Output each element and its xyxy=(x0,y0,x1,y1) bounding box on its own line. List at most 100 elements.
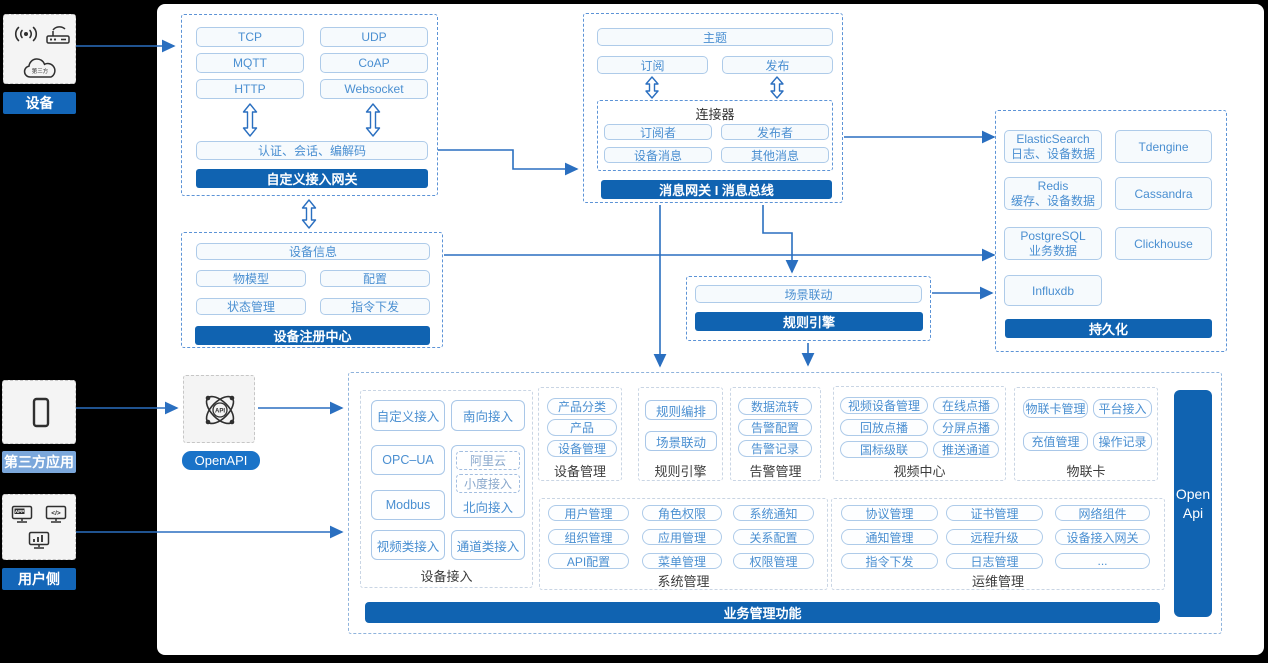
protocol-pill: HTTP xyxy=(196,79,304,99)
registry-item: 配置 xyxy=(320,270,430,287)
ops-pill: 协议管理 xyxy=(841,505,938,521)
connector-box xyxy=(597,100,833,171)
registry-item: 物模型 xyxy=(196,270,306,287)
third-party-icon-box xyxy=(2,380,76,444)
system-pill: 用户管理 xyxy=(548,505,629,521)
session-pill: 认证、会话、编解码 xyxy=(196,141,428,160)
connector-item: 发布者 xyxy=(721,124,829,140)
alarm-pill: 数据流转 xyxy=(738,398,812,415)
svg-text:API: API xyxy=(215,409,225,415)
protocol-pill: UDP xyxy=(320,27,428,47)
section-label: 系统管理 xyxy=(657,574,710,589)
message-bus-box xyxy=(583,13,843,203)
custom-gateway-title-bar: 自定义接入网关 xyxy=(196,169,428,188)
openapi-icon-box: API xyxy=(183,375,255,443)
access-cell: 通道类接入 xyxy=(451,530,525,560)
access-cell: 南向接入 xyxy=(451,400,525,431)
store-pill: Influxdb xyxy=(1004,275,1102,306)
business-title-bar: 业务管理功能 xyxy=(365,602,1160,623)
iot-cell: 物联卡管理 xyxy=(1023,399,1088,418)
video-pill: 推送通道 xyxy=(933,441,999,458)
section-label: 规则引擎 xyxy=(654,464,707,479)
device-registry-title-bar: 设备注册中心 xyxy=(195,326,430,345)
section-label: 运维管理 xyxy=(971,574,1024,589)
ops-pill: ... xyxy=(1055,553,1150,569)
scene-linkage-pill: 场景联动 xyxy=(695,285,922,303)
router-icon xyxy=(46,26,70,44)
section-rule-engine xyxy=(638,387,723,481)
device-registry-box xyxy=(181,232,443,348)
system-pill: 应用管理 xyxy=(642,529,722,545)
code-monitor-icon: </> xyxy=(45,505,67,523)
svg-text:APP: APP xyxy=(15,509,24,514)
svg-text:第三方: 第三方 xyxy=(32,67,49,75)
rule-engine-mid-box xyxy=(686,276,931,341)
rule-engine-title-bar: 规则引擎 xyxy=(695,312,923,331)
custom-gateway-box xyxy=(181,14,438,196)
third-party-label: 第三方应用 xyxy=(2,451,76,473)
registry-item: 状态管理 xyxy=(196,298,306,315)
section-label: 设备管理 xyxy=(553,464,606,479)
app-monitor-icon: APP xyxy=(11,505,33,523)
phone-icon xyxy=(32,397,50,428)
section-label: 物联卡 xyxy=(1066,464,1106,479)
system-pill: 系统通知 xyxy=(733,505,814,521)
topic-pill: 主题 xyxy=(597,28,833,46)
mgmt-pill: 产品分类 xyxy=(547,398,617,415)
business-box xyxy=(348,372,1222,634)
mgmt-pill: 设备管理 xyxy=(547,440,617,457)
message-bus-title-bar: 消息网关 I 消息总线 xyxy=(601,180,832,199)
iot-cell: 充值管理 xyxy=(1023,432,1088,451)
section-alarm xyxy=(730,387,821,481)
signal-icon xyxy=(14,26,38,42)
registry-item: 指令下发 xyxy=(320,298,430,315)
api-atom-icon: API xyxy=(205,395,235,425)
rule-cell: 规则编排 xyxy=(645,400,717,420)
north-sub-cell: 阿里云 xyxy=(456,451,520,470)
access-cell: 自定义接入 xyxy=(371,400,445,431)
registry-item: 设备信息 xyxy=(196,243,430,260)
access-cell: Modbus xyxy=(371,490,445,520)
iot-cell: 操作记录 xyxy=(1093,432,1152,451)
system-pill: 权限管理 xyxy=(733,553,814,569)
system-pill: API配置 xyxy=(548,553,629,569)
device-label: 设备 xyxy=(3,92,76,114)
store-pill: Cassandra xyxy=(1115,177,1212,210)
user-side-icon-box: APP </> xyxy=(2,494,76,560)
ops-pill: 指令下发 xyxy=(841,553,938,569)
third-party-cloud-icon: 第三方 xyxy=(23,58,56,78)
section-video xyxy=(833,386,1006,481)
access-cell: OPC–UA xyxy=(371,445,445,475)
north-access-label: 北向接入 xyxy=(462,501,513,515)
store-pill: Clickhouse xyxy=(1115,227,1212,260)
section-device-mgmt xyxy=(538,387,622,481)
section-label: 设备接入 xyxy=(420,569,473,584)
section-iot-card xyxy=(1014,387,1158,481)
protocol-pill: TCP xyxy=(196,27,304,47)
section-ops xyxy=(831,498,1165,590)
video-pill: 分屏点播 xyxy=(933,419,999,436)
persistence-title-bar: 持久化 xyxy=(1005,319,1212,338)
open-api-bar: Open Api xyxy=(1174,390,1212,617)
video-pill: 国标级联 xyxy=(840,441,928,458)
system-pill: 关系配置 xyxy=(733,529,814,545)
store-pill: Tdengine xyxy=(1115,130,1212,163)
system-pill: 角色权限 xyxy=(642,505,722,521)
chart-monitor-icon xyxy=(28,531,50,549)
protocol-pill: MQTT xyxy=(196,53,304,73)
svg-text:</>: </> xyxy=(51,510,61,517)
section-device-access xyxy=(360,390,533,588)
ops-pill: 证书管理 xyxy=(946,505,1043,521)
section-label: 告警管理 xyxy=(749,464,802,479)
connector-item: 其他消息 xyxy=(721,147,829,163)
video-pill: 回放点播 xyxy=(840,419,928,436)
system-pill: 组织管理 xyxy=(548,529,629,545)
ops-pill: 通知管理 xyxy=(841,529,938,545)
system-pill: 菜单管理 xyxy=(642,553,722,569)
ops-pill: 日志管理 xyxy=(946,553,1043,569)
mgmt-pill: 产品 xyxy=(547,419,617,436)
